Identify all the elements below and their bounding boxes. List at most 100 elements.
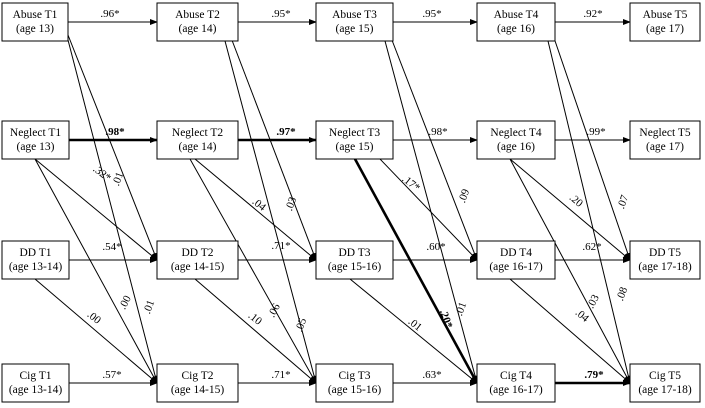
path-coefficient-c23: .71* <box>271 369 290 381</box>
path-coefficient-d23: .71* <box>271 240 290 252</box>
node-age: (age 16-17) <box>489 384 542 396</box>
node-name: Cig T4 <box>500 370 532 382</box>
node-age: (age 16-17) <box>489 261 542 273</box>
node-box <box>476 363 556 403</box>
node-age: (age 16) <box>497 141 535 153</box>
node-box <box>1 120 70 160</box>
path-arrow-a1c2 <box>67 39 159 384</box>
path-coefficient-n3c4: .20* <box>437 308 455 331</box>
path-arrow-n4d5 <box>509 158 631 261</box>
node-abuse-t4: Abuse T4(age 16) <box>476 2 556 42</box>
node-name: Neglect T1 <box>10 127 61 139</box>
node-box <box>629 120 701 160</box>
path-arrow-a1d2 <box>67 34 158 261</box>
node-cig-t1: Cig T1 (age 13-14) <box>1 363 70 403</box>
path-arrow-d3c4 <box>349 278 478 384</box>
path-coefficient-c34: .63* <box>422 369 441 381</box>
path-arrow-n3d4 <box>379 158 478 261</box>
node-box <box>1 363 70 403</box>
node-age: (age 14) <box>179 23 217 35</box>
node-name: Cig T2 <box>181 370 213 382</box>
path-arrow-n3c4 <box>353 158 479 384</box>
path-coefficient-a4d5: .07 <box>615 193 631 210</box>
path-coefficient-a12: .96* <box>100 8 119 20</box>
node-box <box>315 120 394 160</box>
node-box <box>1 2 69 42</box>
path-coefficient-a2d3: .03 <box>283 195 299 212</box>
node-name: Neglect T2 <box>172 127 223 139</box>
path-coefficient-a34: .95* <box>422 8 441 20</box>
path-coefficient-c45: .79* <box>584 369 604 381</box>
node-box <box>315 2 394 42</box>
path-coefficient-d12: .54* <box>102 241 121 253</box>
path-arrow-a3d4 <box>389 34 478 261</box>
node-box <box>476 240 556 280</box>
node-age: (age 17) <box>646 23 684 35</box>
path-coefficient-n4d5: .20 <box>567 192 586 210</box>
node-name: Abuse T3 <box>332 9 377 21</box>
path-arrow-a4c5 <box>547 40 632 384</box>
node-dd-t2: DD T2(age 14-15) <box>156 240 239 280</box>
path-coefficient-c12: .57* <box>102 369 121 381</box>
path-coefficients: .96*.95*.95*.92*.98*.97*.98*.99*.54*.71*… <box>85 8 632 381</box>
node-age: (age 14-15) <box>171 384 224 396</box>
node-box <box>156 363 239 403</box>
node-neglect-t2: Neglect T2 (age 14) <box>156 120 239 160</box>
node-age: (age 13) <box>17 141 55 153</box>
path-coefficient-a3d4: .09 <box>456 187 472 204</box>
node-age: (age 15-16) <box>328 384 381 396</box>
node-box <box>476 120 556 160</box>
node-box <box>629 2 701 42</box>
path-arrow-n1c2 <box>34 158 158 384</box>
node-name: Cig T1 <box>19 370 51 382</box>
node-abuse-t5: Abuse T5 (age 17) <box>629 2 701 42</box>
node-age: (age 17-18) <box>638 384 691 396</box>
path-coefficient-n12: .98* <box>105 126 125 138</box>
path-arrow-n2d3 <box>194 158 317 261</box>
path-coefficient-n34: .98* <box>428 126 447 138</box>
path-coefficient-a1c2: .01 <box>141 298 157 315</box>
node-age: (age 17-18) <box>638 261 691 273</box>
path-coefficient-n2d3: .04 <box>250 196 269 214</box>
path-arrows <box>34 19 632 386</box>
node-abuse-t3: Abuse T3 (age 15) <box>315 2 394 42</box>
node-box <box>315 240 394 280</box>
path-coefficient-n1c2: .00 <box>117 293 134 311</box>
node-box <box>476 2 556 42</box>
node-age: (age 14) <box>179 141 217 153</box>
path-arrow-n4c5 <box>509 158 631 384</box>
node-age: (age 13-14) <box>9 384 62 396</box>
node-box <box>315 363 394 403</box>
node-age: (age 17) <box>646 141 684 153</box>
node-dd-t3: DD T3(age 15-16) <box>315 240 394 280</box>
node-name: Neglect T5 <box>639 127 690 139</box>
node-box <box>156 2 239 42</box>
path-coefficient-a1d2: .01 <box>110 170 126 187</box>
node-name: Neglect T3 <box>329 127 380 139</box>
node-age: (age 13) <box>16 23 54 35</box>
path-coefficient-a45: .92* <box>583 8 602 20</box>
path-coefficient-n4c5: .03 <box>585 292 602 310</box>
path-arrow-d4c5 <box>509 278 631 384</box>
node-name: Abuse T2 <box>175 9 220 21</box>
node-age: (age 13-14) <box>9 261 62 273</box>
variable-nodes: Abuse T1(age 13) Abuse T2 (age 14) Abuse T3… <box>1 2 701 403</box>
node-dd-t5: DD T5(age 17-18) <box>629 240 701 280</box>
node-age: (age 14-15) <box>171 261 224 273</box>
node-abuse-t1: Abuse T1(age 13) <box>1 2 69 42</box>
node-neglect-t3: Neglect T3(age 15) <box>315 120 394 160</box>
path-coefficient-d4c5: .04 <box>573 307 592 325</box>
node-name: DD T3 <box>338 247 370 259</box>
node-box <box>629 240 701 280</box>
path-coefficient-d45: .62* <box>582 241 601 253</box>
node-cig-t5: Cig T5(age 17-18) <box>629 363 701 403</box>
path-coefficient-n45: .99* <box>586 126 605 138</box>
node-box <box>156 240 239 280</box>
path-coefficient-a2c3: .05 <box>293 316 309 333</box>
node-name: Abuse T5 <box>643 9 688 21</box>
path-arrow-d1c2 <box>34 278 158 384</box>
node-cig-t4: Cig T4 (age 16-17) <box>476 363 556 403</box>
node-age: (age 15) <box>336 23 374 35</box>
node-neglect-t5: Neglect T5 (age 17) <box>629 120 701 160</box>
